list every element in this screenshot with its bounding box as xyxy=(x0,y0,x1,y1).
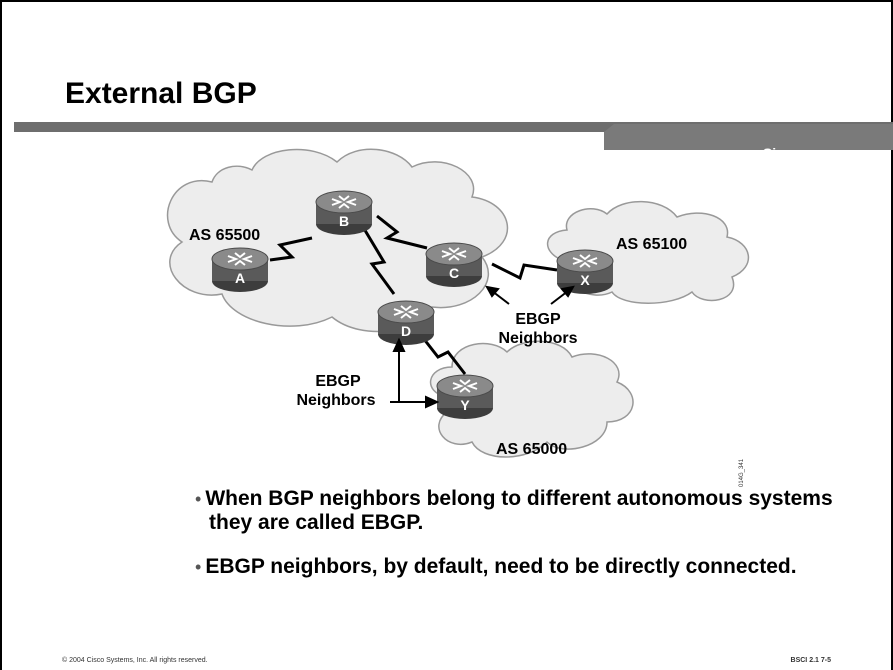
copyright-footer: © 2004 Cisco Systems, Inc. All rights re… xyxy=(62,657,208,664)
figure-id: 014G_341 xyxy=(739,458,745,487)
serial-links xyxy=(269,214,558,375)
router-x-label: X xyxy=(580,272,590,288)
ebgp-left-line2: Neighbors xyxy=(296,392,375,409)
router-d: D xyxy=(377,300,435,345)
as-65000-cloud xyxy=(429,340,634,458)
bullet-list: •When BGP neighbors belong to different … xyxy=(195,487,835,600)
router-a-label: A xyxy=(235,270,245,286)
router-y: Y xyxy=(436,374,494,419)
router-d-label: D xyxy=(401,323,411,339)
link-d-y xyxy=(418,333,467,375)
bullet-item: •EBGP neighbors, by default, need to be … xyxy=(195,555,797,578)
bullet-item: •When BGP neighbors belong to different … xyxy=(195,487,833,534)
ebgp-right-line2: Neighbors xyxy=(498,330,577,347)
router-y-label: Y xyxy=(460,397,470,413)
router-c-label: C xyxy=(449,265,459,281)
ebgp-left-line1: EBGP xyxy=(315,373,361,390)
router-b-label: B xyxy=(339,213,349,229)
as-65500-label: AS 65500 xyxy=(189,227,260,244)
ebgp-right-arrows xyxy=(485,285,575,305)
as-65100-label: AS 65100 xyxy=(616,236,687,253)
as-65000-label: AS 65000 xyxy=(496,441,567,458)
header-bar xyxy=(14,122,893,150)
slide-title: External BGP xyxy=(65,77,257,110)
ebgp-right-line1: EBGP xyxy=(515,311,561,328)
ebgp-left-arrows xyxy=(390,337,440,409)
router-x: X xyxy=(556,249,614,294)
router-b: B xyxy=(315,190,373,235)
course-page-footer: BSCI 2.1 7-5 xyxy=(790,657,831,664)
cisco-brand-label: Cisco.com xyxy=(762,145,833,161)
router-c: C xyxy=(425,242,483,287)
link-a-b xyxy=(269,236,313,262)
link-b-d xyxy=(358,221,396,295)
link-b-c xyxy=(376,214,428,250)
ebgp-network-diagram: A B C X D xyxy=(166,148,750,458)
link-c-x xyxy=(491,262,558,281)
router-a: A xyxy=(211,247,269,292)
